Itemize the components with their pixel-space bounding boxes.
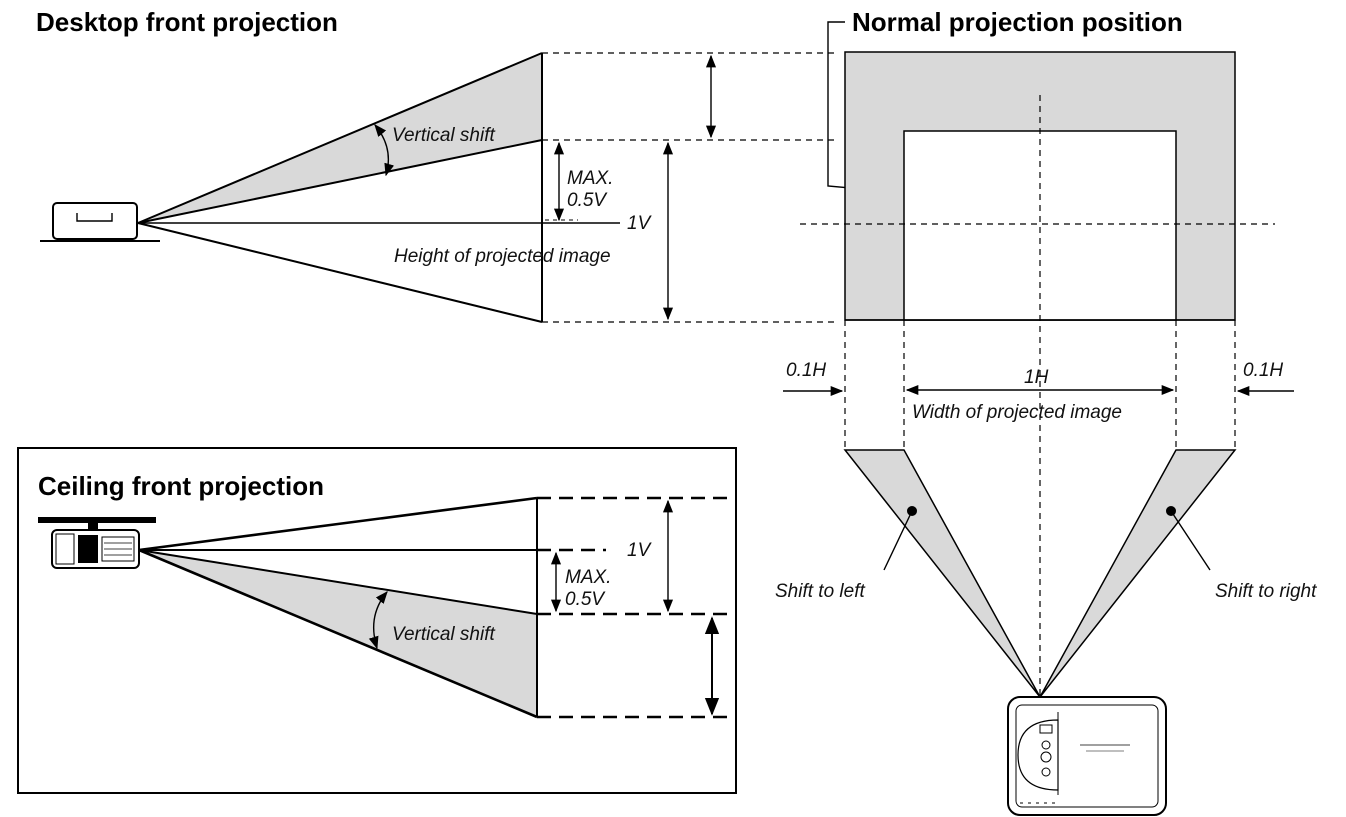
ceiling-title: Ceiling front projection [38, 471, 324, 501]
dimension-arrow-icon [374, 124, 395, 177]
desktop-height-label: Height of projected image [394, 246, 611, 267]
ceiling-half-v-label: 0.5V [565, 589, 606, 610]
projector-icon [40, 202, 160, 242]
desktop-vertical-shift-label: Vertical shift [392, 125, 495, 146]
ceiling-vertical-shift-label: Vertical shift [392, 624, 495, 645]
ceiling-one-v-label: 1V [627, 540, 653, 561]
desktop-max-label: MAX. [567, 168, 613, 189]
projector-icon [1007, 696, 1167, 816]
desktop-one-v-label: 1V [627, 213, 653, 234]
desktop-section: Desktop front projection Vertical shift … [36, 7, 838, 323]
right-point-one-h-label: 0.1H [1243, 360, 1283, 381]
normal-section: Normal projection position 1H Width of p… [775, 7, 1317, 816]
desktop-half-v-label: 0.5V [567, 190, 608, 211]
dimension-arrow-icon [368, 591, 388, 650]
shift-right-label: Shift to right [1215, 581, 1317, 602]
one-h-label: 1H [1024, 367, 1049, 388]
normal-title: Normal projection position [852, 7, 1183, 37]
left-point-one-h-label: 0.1H [786, 360, 826, 381]
ceiling-panel-border [17, 447, 737, 794]
ceiling-section: Ceiling front projection Vertical shift [17, 447, 737, 794]
desktop-title: Desktop front projection [36, 7, 338, 37]
ceiling-max-label: MAX. [565, 567, 611, 588]
projector-icon [38, 517, 156, 569]
width-label: Width of projected image [912, 402, 1122, 423]
shift-left-label: Shift to left [775, 581, 865, 602]
